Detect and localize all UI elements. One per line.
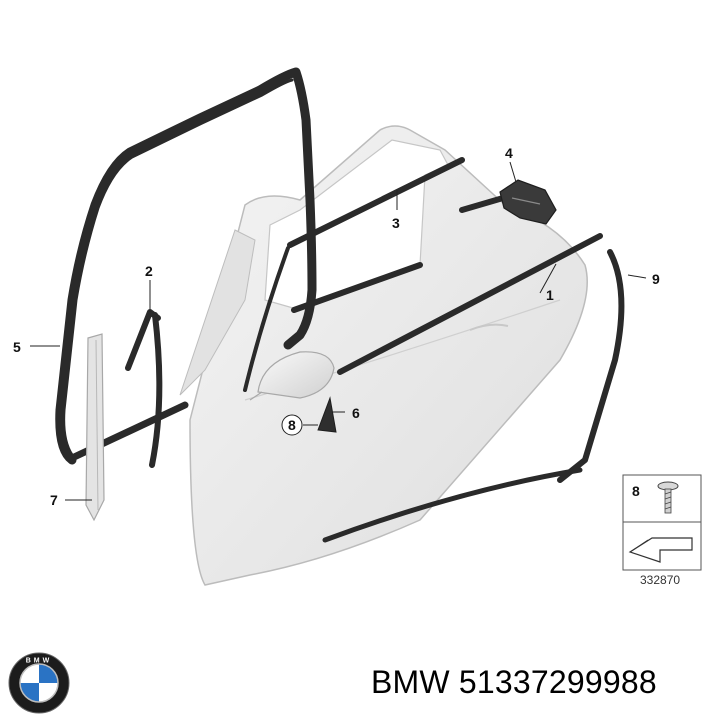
footer-part-number: 51337299988 [458, 664, 657, 700]
callout-8-circle [281, 414, 303, 436]
bmw-logo-icon: BMW [8, 652, 70, 714]
logo-letters: BMW [26, 658, 53, 665]
screw-icon [657, 481, 679, 514]
leader-lines [30, 161, 647, 501]
lower-door-seal [322, 467, 583, 543]
footer-brand: BMW [371, 664, 450, 700]
part-2-pillar-seal [125, 309, 163, 468]
part-6-triangle-cover [317, 396, 337, 433]
callout-1: 1 [546, 287, 554, 303]
part-1-belt-seal [337, 233, 603, 375]
part-7-pillar-trim [85, 333, 105, 522]
callout-4: 4 [505, 145, 513, 161]
legend-box: 8 332870 [622, 474, 702, 587]
callout-labels: 1 2 3 4 5 6 8 7 9 [13, 145, 660, 508]
callout-9: 9 [652, 271, 660, 287]
part-3-window-seal [243, 157, 465, 392]
callout-7: 7 [50, 492, 58, 508]
callout-6: 6 [352, 405, 360, 421]
legend-part-number: 8 [632, 483, 640, 499]
callout-5: 5 [13, 339, 21, 355]
part-9-rear-seal [557, 249, 625, 483]
arrow-icon [628, 537, 693, 563]
part-4-corner-bracket [459, 179, 557, 225]
callout-2: 2 [145, 263, 153, 279]
diagram-code: 332870 [640, 573, 680, 587]
callout-8: 8 [288, 417, 296, 433]
footer-caption: BMW 51337299988 [371, 664, 657, 701]
callout-3: 3 [392, 215, 400, 231]
